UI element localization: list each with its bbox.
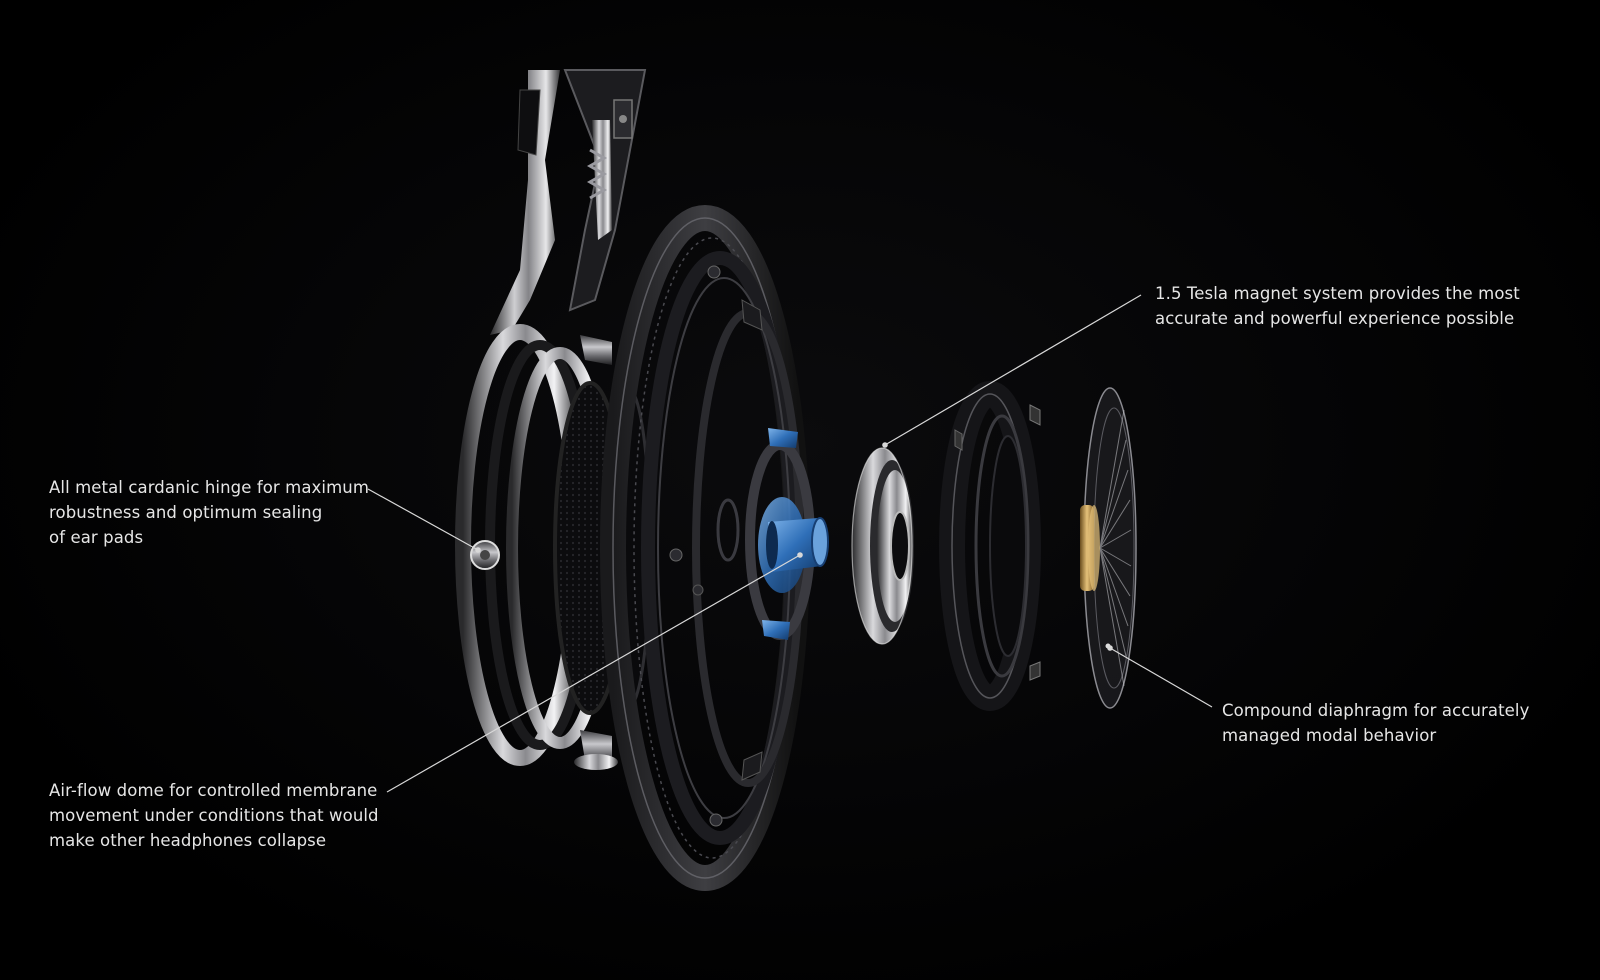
compound-diaphragm — [1080, 387, 1137, 709]
leader-lines — [367, 294, 1213, 793]
leader-dome-dot — [797, 552, 803, 558]
leader-magnet-dot — [882, 442, 888, 448]
callout-magnet-system: 1.5 Tesla magnet system provides the mos… — [1155, 281, 1520, 331]
leader-hinge — [367, 488, 479, 551]
callout-line: movement under conditions that would — [49, 806, 379, 825]
leader-diaphragm-dot — [1107, 645, 1113, 651]
leader-diaphragm — [1109, 647, 1213, 708]
air-flow-dome — [745, 428, 829, 640]
leader-magnet — [884, 294, 1142, 446]
leader-dome — [386, 554, 801, 793]
callout-compound-diaphragm: Compound diaphragm for accurately manage… — [1222, 698, 1530, 748]
callout-cardanic-hinge: All metal cardanic hinge for maximum rob… — [49, 475, 369, 550]
callout-line: of ear pads — [49, 528, 144, 547]
callout-line: robustness and optimum sealing — [49, 503, 323, 522]
callout-line: make other headphones collapse — [49, 831, 327, 850]
leader-hinge-dot — [475, 547, 481, 553]
magnet-system — [851, 447, 914, 645]
callout-line: accurate and powerful experience possibl… — [1155, 309, 1515, 328]
callout-line: All metal cardanic hinge for maximum — [49, 478, 369, 497]
callout-line: 1.5 Tesla magnet system provides the mos… — [1155, 284, 1520, 303]
callout-line: Compound diaphragm for accurately — [1222, 701, 1530, 720]
headband-arm — [490, 69, 647, 335]
callout-line: managed modal behavior — [1222, 726, 1437, 745]
driver-housing — [939, 381, 1041, 711]
callout-air-flow-dome: Air-flow dome for controlled membrane mo… — [49, 778, 379, 853]
callout-line: Air-flow dome for controlled membrane — [49, 781, 378, 800]
